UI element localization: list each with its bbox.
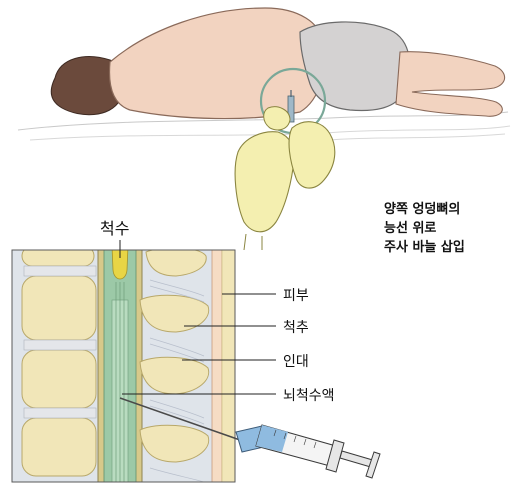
legs bbox=[396, 52, 505, 117]
label-csf: 뇌척수액 bbox=[283, 385, 335, 405]
insertion-callout: 양쪽 엉덩뼈의 능선 위로 주사 바늘 삽입 bbox=[384, 200, 465, 257]
callout-line-3: 주사 바늘 삽입 bbox=[384, 238, 465, 257]
gloved-hand-right bbox=[289, 122, 335, 188]
gloved-hand-left bbox=[235, 132, 294, 232]
vertebral-bodies bbox=[22, 246, 96, 476]
label-spinal-cord: 척수 bbox=[100, 215, 129, 239]
shorts bbox=[300, 22, 410, 111]
label-skin: 피부 bbox=[283, 285, 309, 305]
label-vertebra: 척추 bbox=[283, 317, 309, 337]
callout-line-1: 양쪽 엉덩뼈의 bbox=[384, 200, 465, 219]
spine-cross-section bbox=[12, 246, 235, 486]
callout-line-2: 능선 위로 bbox=[384, 219, 465, 238]
label-ligament: 인대 bbox=[283, 351, 309, 371]
skin-layer bbox=[212, 246, 222, 486]
